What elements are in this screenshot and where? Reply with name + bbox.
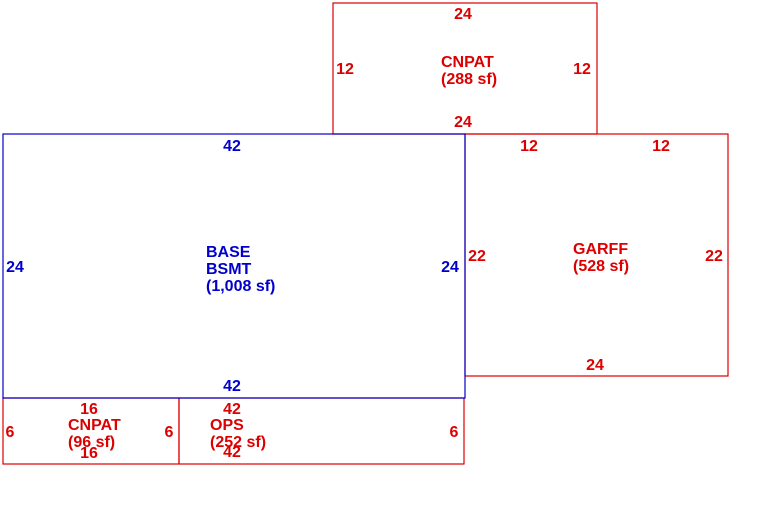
ops-name: OPS: [210, 417, 244, 434]
garff-dim-left: 22: [468, 248, 486, 265]
cnpat-top-dim-bottom: 24: [454, 114, 472, 131]
ops-dim-top: 42: [223, 401, 241, 418]
cnpat-bottom-dim-bottom: 16: [80, 445, 98, 462]
base-area: (1,008 sf): [206, 278, 275, 295]
base-dim-bottom: 42: [223, 378, 241, 395]
base-name: BASE: [206, 244, 251, 261]
cnpat-bottom-area: (96 sf): [68, 434, 115, 451]
cnpat-bottom-dim-right: 6: [165, 424, 174, 441]
garff-area: (528 sf): [573, 258, 629, 275]
ops-dim-right: 6: [450, 424, 459, 441]
ops-dim-bottom: 42: [223, 444, 241, 461]
cnpat-top-dim-left: 12: [336, 61, 354, 78]
garff-dim-top-left: 12: [520, 138, 538, 155]
base-dim-right: 24: [441, 259, 459, 276]
base-outline: [2, 133, 466, 399]
garff-dim-top-right: 12: [652, 138, 670, 155]
base-subname: BSMT: [206, 261, 252, 278]
cnpat-bottom-dim-top: 16: [80, 401, 98, 418]
ops-area: (252 sf): [210, 434, 266, 451]
garff-name: GARFF: [573, 241, 628, 258]
garff-dim-right: 22: [705, 248, 723, 265]
cnpat-bottom-dim-left: 6: [6, 424, 15, 441]
garff-dim-bottom: 24: [586, 357, 604, 374]
base-dim-top: 42: [223, 138, 241, 155]
cnpat-top-dim-right: 12: [573, 61, 591, 78]
cnpat-top-name: CNPAT: [441, 54, 494, 71]
cnpat-top-dim-top: 24: [454, 6, 472, 23]
cnpat-bottom-name: CNPAT: [68, 417, 121, 434]
cnpat-top-area: (288 sf): [441, 71, 497, 88]
base-dim-left: 24: [6, 259, 24, 276]
